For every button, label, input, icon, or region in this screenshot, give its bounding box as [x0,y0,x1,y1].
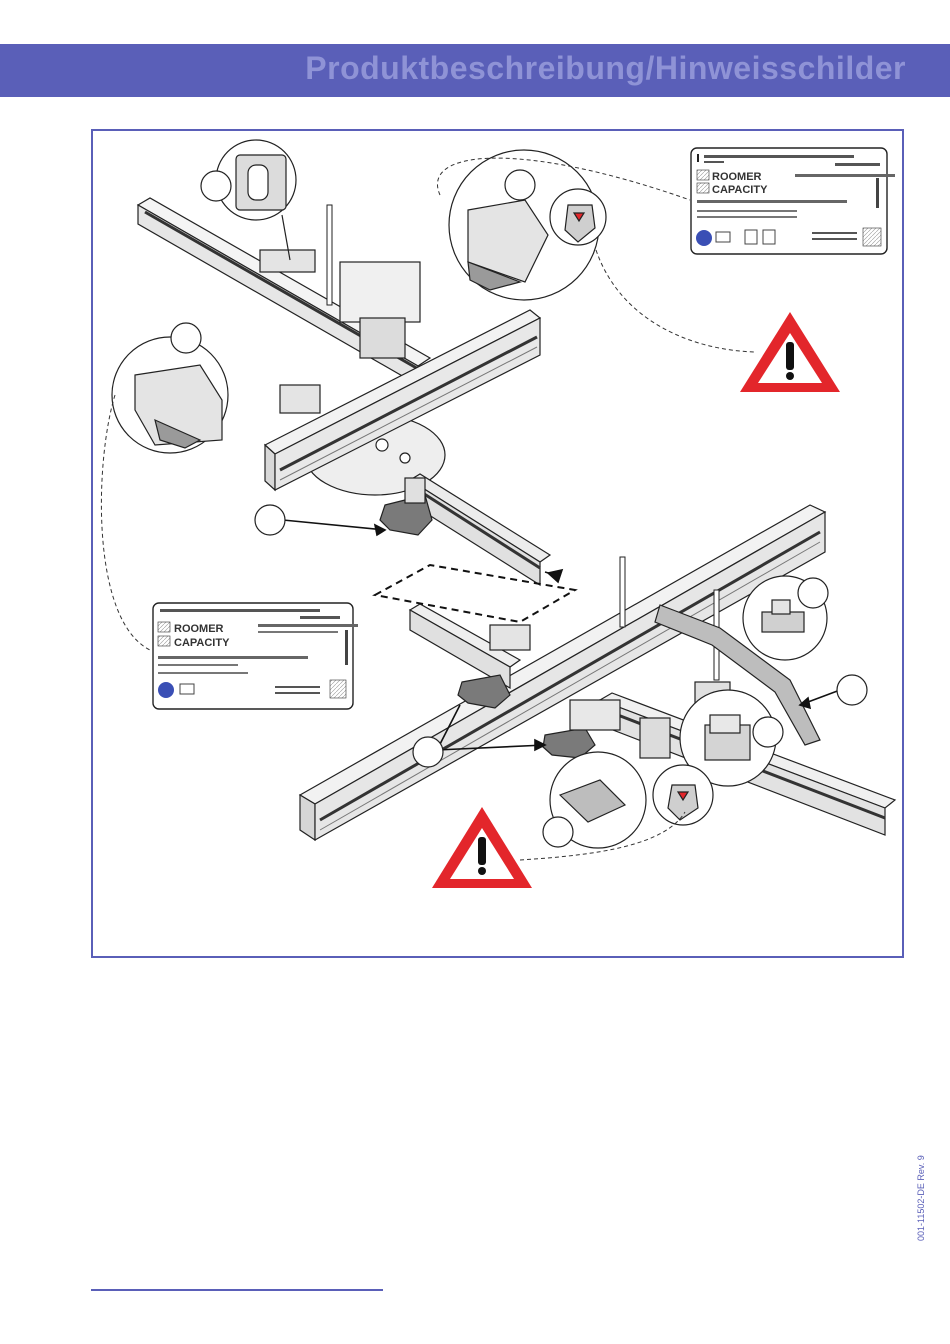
label-left-line2: CAPACITY [174,637,230,649]
warning-triangle-icon [432,807,532,888]
label-left-line1: ROOMER [174,623,224,635]
warning-triangle-icon [740,312,840,392]
label-plate-top [691,148,895,254]
callout-left [112,337,228,453]
label-top-line2: CAPACITY [712,184,768,196]
dashed-box [375,565,575,622]
document-id: 001-11502-DE Rev. 9 [916,1155,926,1241]
footer-rule [91,1289,383,1291]
upper-pole [327,205,332,305]
upper-rail-front [410,474,550,585]
callout-bottom-b [653,765,713,825]
label-top-line1: ROOMER [712,171,762,183]
label-plate-left [153,603,358,709]
